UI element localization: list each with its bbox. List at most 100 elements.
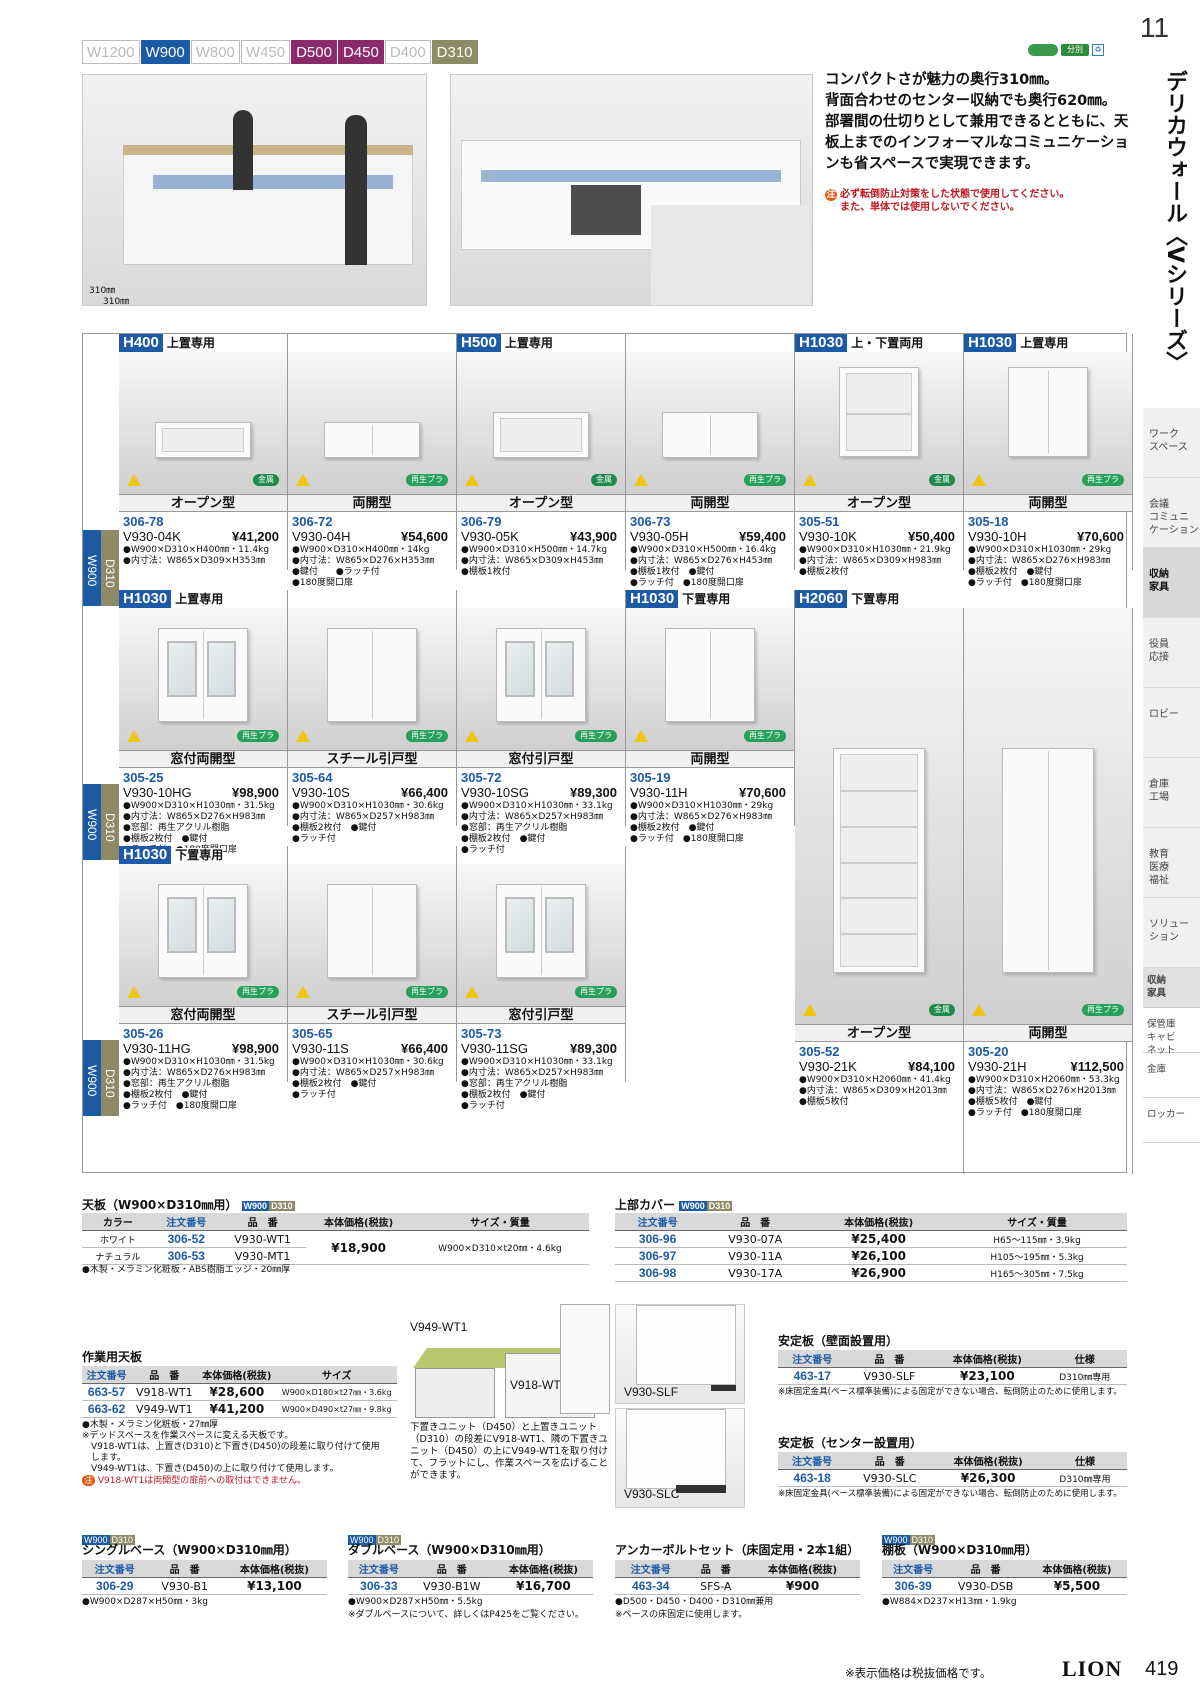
spec-line: ●内寸法：W865×D257×H983㎜ xyxy=(461,1068,604,1078)
part-number: V918-WT1 xyxy=(131,1383,198,1401)
stab-center-image: V930-SLC xyxy=(615,1408,745,1508)
part-number: V930-WT1 xyxy=(218,1230,307,1248)
size-tab-w1200: W1200 xyxy=(82,40,140,64)
worktop-caption: 下置きユニット（D450）と上置きユニット（D310）の段差にV918-WT1、… xyxy=(410,1422,608,1481)
spec-line: ●W900×D310×H1030㎜・33.1kg xyxy=(461,801,613,811)
sidenav-item[interactable]: 倉庫 工場 xyxy=(1143,758,1200,828)
part-number: V930-11A xyxy=(700,1247,811,1265)
spec-line: ●棚板2枚付 ●鍵付 xyxy=(968,567,1053,577)
price: ¥84,100 xyxy=(908,1059,955,1074)
th-price: 本体価格(税抜) xyxy=(933,1452,1043,1470)
product-image: 再生プラ xyxy=(457,608,625,750)
sidenav-item[interactable]: ソリュー ション xyxy=(1143,898,1200,968)
order-code: 663-62 xyxy=(82,1400,132,1418)
product-image: 再生プラ xyxy=(626,352,794,494)
product-image: 再生プラ xyxy=(964,352,1132,494)
part-line: V930-04K¥41,200 xyxy=(123,529,287,545)
intro-text: コンパクトさが魅力の奥行310㎜。 背面合わせのセンター収納でも奥行620㎜。 … xyxy=(825,70,1135,175)
part-number: V930-11H xyxy=(630,785,688,800)
sidenav-item[interactable]: ロビー xyxy=(1143,688,1200,758)
cabinet-illustration xyxy=(158,628,248,722)
spec-line: ●棚板2枚付 xyxy=(799,567,849,577)
part-number: V930-04H xyxy=(292,529,351,544)
th-part: 品 番 xyxy=(218,1213,307,1231)
sidenav-sub-item[interactable]: ロッカー xyxy=(1143,1098,1200,1143)
spec-line: ●内寸法：W865×D309×H2013㎜ xyxy=(799,1086,947,1096)
th-size: サイズ xyxy=(276,1366,397,1384)
spec-line: ●ラッチ付 xyxy=(461,1101,505,1111)
part-number: V930-07A xyxy=(700,1230,811,1248)
part-line: V930-10HG¥98,900 xyxy=(123,785,287,801)
order-code: 306-73 xyxy=(630,514,671,529)
size-cell: H165〜305㎜・7.5kg xyxy=(947,1264,1127,1282)
cover-title-text: 上部カバー xyxy=(615,1198,676,1212)
sidenav-item[interactable]: 教育 医療 福祉 xyxy=(1143,828,1200,898)
material-badge: 金属 xyxy=(591,474,617,486)
spec-line: ●W900×D310×H1030㎜・21.9kg xyxy=(799,545,951,555)
th-order: 注文番号 xyxy=(615,1213,701,1231)
sidenav-sub-item[interactable]: 収納 家具 xyxy=(1143,968,1200,1008)
th-order: 注文番号 xyxy=(615,1560,687,1578)
order-code: 305-51 xyxy=(799,514,840,529)
spec-line: ●内寸法：W865×D276×H2013㎜ xyxy=(968,1086,1116,1096)
spec-line: ●ラッチ付 xyxy=(292,1090,336,1100)
sidenav-item[interactable]: ワーク スペース xyxy=(1143,408,1200,478)
spec-line: ●窓部：再生アクリル樹脂 xyxy=(461,823,568,833)
sidenav-item[interactable]: 役員 応接 xyxy=(1143,618,1200,688)
spec-line: ●W900×D310×H1030㎜・29kg xyxy=(968,545,1112,555)
part-number: V930-B1W xyxy=(409,1577,494,1595)
th-part: 品 番 xyxy=(131,1366,198,1384)
size-cell: W900×D490×t27㎜・9.8kg xyxy=(276,1400,397,1418)
part-number: V930-04K xyxy=(123,529,181,544)
cabinet-illustration xyxy=(1008,367,1088,457)
spec-line: ●棚板2枚付 ●鍵付 xyxy=(630,823,715,833)
stab-wall-note: ※床固定金具(ベース標準装備)による固定ができない場合、転倒防止のために使用しま… xyxy=(778,1387,1122,1397)
caution-triangle-icon xyxy=(465,730,479,742)
product-type: 窓付引戸型 xyxy=(457,750,625,768)
cabinet-illustration xyxy=(1002,748,1094,973)
price: ¥900 xyxy=(745,1577,860,1595)
spec-line: ●棚板1枚付 xyxy=(461,567,511,577)
product-image: 再生プラ xyxy=(288,864,456,1006)
spec-line: ●W900×D310×H1030㎜・33.1kg xyxy=(461,1057,613,1067)
order-code: 306-96 xyxy=(615,1230,701,1248)
photo-dim-2: 310㎜ xyxy=(103,297,130,306)
price: ¥13,100 xyxy=(221,1577,327,1595)
part-line: V930-10H¥70,600 xyxy=(968,529,1132,545)
cabinet-illustration xyxy=(496,884,586,978)
tenban-table: カラー 注文番号 品 番 本体価格(税抜) サイズ・質量 ホワイト 306-52… xyxy=(82,1213,589,1265)
accessory-title: ダブルベース（W900×D310㎜用） xyxy=(348,1543,551,1557)
sidenav-sub-item[interactable]: 金庫 xyxy=(1143,1053,1200,1098)
accessory-note: ※ダブルベースについて、詳しくはP425をご覧ください。 xyxy=(348,1610,584,1620)
spec-line: ●内寸法：W865×D276×H983㎜ xyxy=(123,812,266,822)
spec-line: ●棚板1枚付 ●鍵付 xyxy=(630,567,715,577)
order-code: 306-97 xyxy=(615,1247,701,1265)
product-type: 窓付両開型 xyxy=(119,1006,287,1024)
spec-line: ●内寸法：W865×D309×H983㎜ xyxy=(799,556,942,566)
spec-line: ●W900×D310×H1030㎜・30.6kg xyxy=(292,1057,444,1067)
tag-d310: D310 xyxy=(269,1201,295,1211)
person-silhouette xyxy=(233,110,253,190)
price: ¥66,400 xyxy=(401,1041,448,1056)
order-code: 305-65 xyxy=(292,1026,333,1041)
th-price: 本体価格(税抜) xyxy=(221,1560,327,1578)
spec-line: ●ラッチ付 xyxy=(461,845,505,855)
sidenav-sub-item[interactable]: 保管庫 キャビ ネット xyxy=(1143,1008,1200,1056)
part-number: V930-10S xyxy=(292,785,350,800)
order-code: 306-52 xyxy=(153,1230,219,1248)
price: ¥50,400 xyxy=(908,529,955,544)
sidenav-item[interactable]: 会議 コミュニ ケーション xyxy=(1143,478,1200,548)
sidenav-item[interactable]: 収納 家具 xyxy=(1143,548,1200,618)
price: ¥54,600 xyxy=(401,529,448,544)
